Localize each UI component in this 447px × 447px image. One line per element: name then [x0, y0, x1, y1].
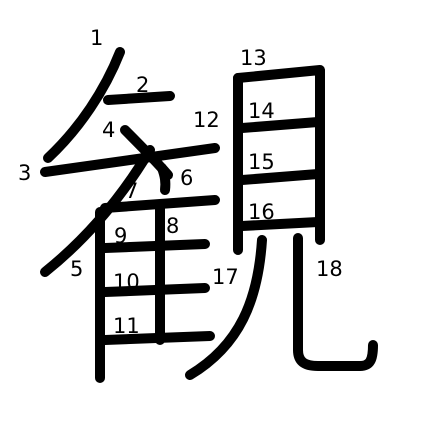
stroke-18 [185, 235, 267, 380]
stroke-number: 9 [114, 224, 127, 248]
stroke-16 [237, 169, 323, 185]
stroke-10 [100, 239, 210, 253]
stroke-number: 8 [166, 214, 179, 238]
stroke-19 [293, 233, 378, 371]
stroke-number: 13 [240, 46, 267, 70]
stroke-number: 1 [90, 26, 103, 50]
stroke-number: 2 [136, 73, 149, 97]
stroke-number: 4 [102, 118, 115, 142]
stroke-1 [43, 47, 125, 163]
stroke-number: 3 [18, 161, 31, 185]
stroke-number: 14 [248, 99, 275, 123]
stroke-number: 18 [316, 257, 343, 281]
stroke-number: 15 [248, 150, 275, 174]
stroke-number: 10 [113, 270, 140, 294]
stroke-number: 6 [180, 166, 193, 190]
stroke-17 [237, 217, 323, 231]
stroke-number: 11 [113, 314, 140, 338]
stroke-number: 16 [248, 200, 275, 224]
stroke-7 [157, 163, 171, 195]
stroke-11 [100, 283, 210, 297]
stroke-number: 17 [212, 265, 239, 289]
stroke-number: 12 [193, 108, 220, 132]
stroke-3 [40, 143, 220, 177]
stroke-number-labels: 1 2 3 4 5 6 7 8 9 10 11 12 13 14 15 16 1… [18, 26, 343, 338]
stroke-14 [233, 65, 325, 245]
stroke-12 [100, 331, 215, 345]
stroke-15 [237, 117, 323, 133]
stroke-2 [103, 91, 175, 105]
stroke-number: 7 [125, 179, 138, 203]
kanji-strokes [40, 47, 378, 383]
stroke-number: 5 [70, 257, 83, 281]
